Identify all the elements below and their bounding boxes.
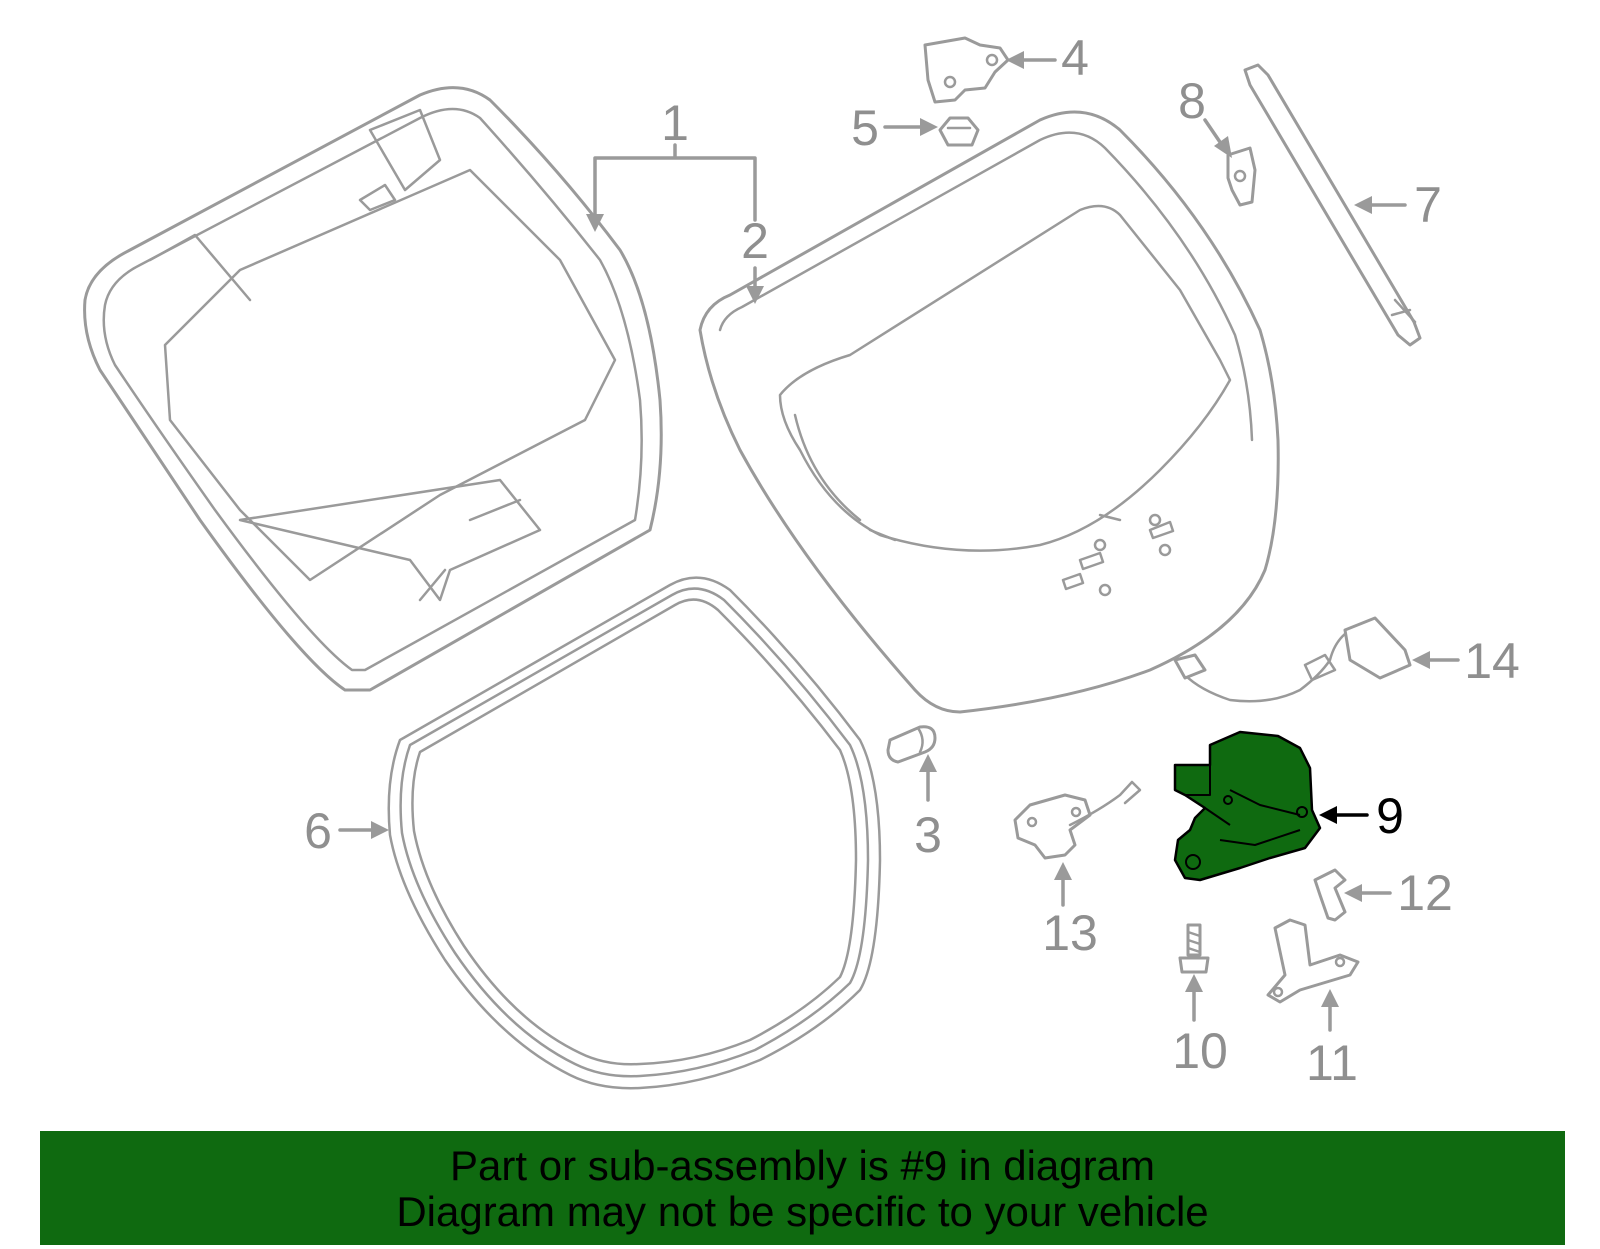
part-10-bolt[interactable] xyxy=(1178,923,1210,974)
callout-3: 3 xyxy=(914,807,942,863)
part-6-weatherstrip[interactable] xyxy=(387,576,882,1090)
part-3-bumper[interactable] xyxy=(886,725,937,764)
callout-13: 13 xyxy=(1042,905,1098,961)
banner-vehicle-disclaimer: Diagram may not be specific to your vehi… xyxy=(396,1188,1209,1235)
part-14-license-lamp[interactable] xyxy=(1173,616,1412,703)
callout-8: 8 xyxy=(1178,73,1206,129)
part-7-lift-support[interactable] xyxy=(1243,63,1422,347)
part-8-hinge[interactable] xyxy=(1226,146,1257,207)
callout-7: 7 xyxy=(1414,177,1442,233)
callout-12: 12 xyxy=(1397,865,1453,921)
callout-11: 11 xyxy=(1306,1035,1358,1091)
part-1-liftgate-inner-frame[interactable] xyxy=(83,86,663,692)
callout-6: 6 xyxy=(304,803,332,859)
callout-10: 10 xyxy=(1172,1023,1228,1079)
part-2-liftgate-panel[interactable] xyxy=(698,110,1280,714)
part-9-latch-assembly[interactable] xyxy=(1173,730,1322,882)
callout-labels: 1 2 3 4 5 6 7 8 9 10 11 12 13 14 xyxy=(304,30,1520,1091)
leader-lines xyxy=(338,51,1460,1032)
info-banner: Part or sub-assembly is #9 in diagram Di… xyxy=(40,1131,1565,1245)
part-4-bracket[interactable] xyxy=(923,36,1010,104)
part-12-clip[interactable] xyxy=(1313,868,1347,922)
banner-part-note: Part or sub-assembly is #9 in diagram xyxy=(450,1142,1155,1189)
part-13-switch[interactable] xyxy=(1013,780,1142,860)
callout-4: 4 xyxy=(1061,30,1089,86)
callout-9: 9 xyxy=(1376,788,1404,844)
part-5-clip[interactable] xyxy=(938,116,980,147)
part-11-striker[interactable] xyxy=(1266,918,1360,1004)
callout-5: 5 xyxy=(851,100,879,156)
callout-14: 14 xyxy=(1464,633,1520,689)
callout-2: 2 xyxy=(741,213,769,269)
callout-1: 1 xyxy=(661,95,689,151)
